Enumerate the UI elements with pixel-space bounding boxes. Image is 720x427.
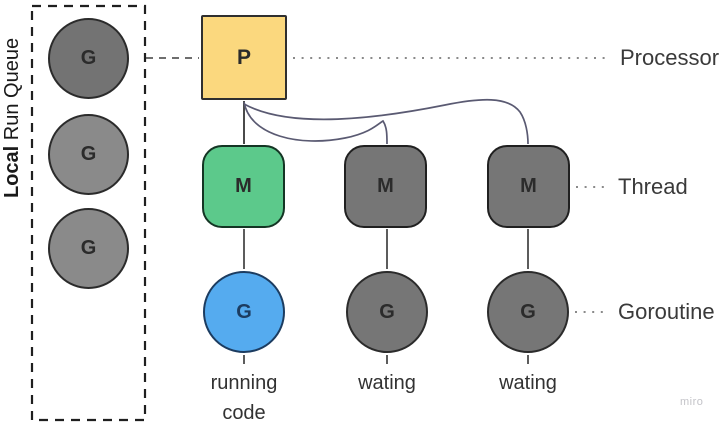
local-run-queue-title-rest: Run Queue xyxy=(1,37,23,146)
goroutine-node-2: G xyxy=(346,271,428,353)
thread-node-2: M xyxy=(344,145,427,228)
caption-running-code: running code xyxy=(210,372,278,424)
goroutine-annotation: Goroutine xyxy=(618,299,715,324)
queued-goroutine-3: G xyxy=(48,208,129,289)
processor-to-thread3-curve xyxy=(243,98,529,145)
goroutine-node-2-label: G xyxy=(379,300,395,323)
queued-goroutine-3-label: G xyxy=(80,237,97,259)
local-run-queue-title-text: Local Run Queue xyxy=(1,38,24,198)
processor-annotation: Processor xyxy=(620,45,720,70)
run-queue-dashed-border xyxy=(30,4,147,422)
goroutine-node-3: G xyxy=(487,271,569,353)
local-run-queue-title: Local Run Queue xyxy=(1,4,24,198)
caption-waiting-2: wating xyxy=(358,372,416,394)
thread-node-running: M xyxy=(202,145,285,228)
thread-annotation: Thread xyxy=(618,174,688,199)
queued-goroutine-2: G xyxy=(48,114,129,195)
thread-node-running-label: M xyxy=(235,175,252,197)
local-run-queue-title-bold: Local xyxy=(1,145,23,198)
thread-node-3: M xyxy=(487,145,570,228)
processor-node-label: P xyxy=(236,45,251,69)
miro-watermark: miro xyxy=(680,396,704,408)
queued-goroutine-2-label: G xyxy=(80,143,97,165)
thread-node-3-label: M xyxy=(520,175,537,197)
processor-to-thread2-curve xyxy=(243,101,388,145)
goroutine-node-running: G xyxy=(203,271,285,353)
goroutine-node-3-label: G xyxy=(520,300,536,323)
thread-node-2-label: M xyxy=(377,175,394,197)
goroutine-node-running-label: G xyxy=(236,300,252,323)
caption-waiting-3: wating xyxy=(499,372,557,394)
processor-node: P xyxy=(201,15,287,100)
queued-goroutine-1-label: G xyxy=(80,47,97,69)
queued-goroutine-1: G xyxy=(48,18,129,99)
